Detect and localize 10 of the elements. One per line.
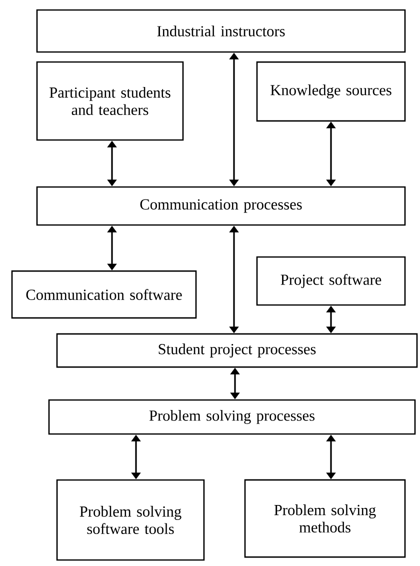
process-box: Industrial instructors <box>36 9 406 53</box>
process-box: Communication processes <box>36 186 406 226</box>
process-box: Project software <box>256 256 406 306</box>
process-box: Problem solving methods <box>244 479 406 558</box>
process-box: Communication software <box>11 270 197 319</box>
process-box: Student project processes <box>56 333 418 368</box>
process-box: Knowledge sources <box>256 61 406 122</box>
process-box: Problem solving processes <box>48 399 416 435</box>
process-box: Participant students and teachers <box>36 61 184 141</box>
process-box: Problem solving software tools <box>56 479 205 561</box>
